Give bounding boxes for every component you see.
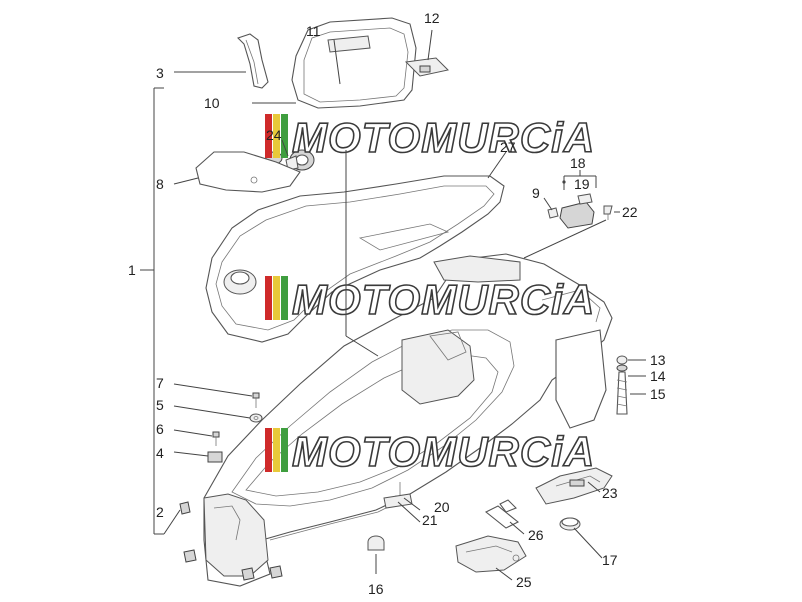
label-part-9: 9 bbox=[532, 185, 540, 201]
watermark-top: MOTOMURCiA bbox=[265, 113, 595, 162]
label-part-24: 24 bbox=[266, 127, 282, 143]
label-part-25: 25 bbox=[516, 574, 532, 590]
label-part-26: 26 bbox=[528, 527, 544, 543]
label-part-3: 3 bbox=[156, 65, 164, 81]
label-part-27: 27 bbox=[500, 139, 516, 155]
label-part-19: 19 bbox=[574, 176, 590, 192]
part-19-relay-box bbox=[559, 193, 595, 229]
part-17-cap bbox=[559, 517, 581, 531]
label-part-6: 6 bbox=[156, 421, 164, 437]
label-part-12: 12 bbox=[424, 10, 440, 26]
label-part-8: 8 bbox=[156, 176, 164, 192]
label-part-20: 20 bbox=[434, 499, 450, 515]
label-part-13: 13 bbox=[650, 352, 666, 368]
part-9-clip bbox=[547, 207, 559, 219]
part-20-21-fasteners bbox=[383, 482, 413, 509]
part-10-glovebox-door bbox=[291, 17, 417, 109]
label-part-16: 16 bbox=[368, 581, 384, 597]
label-part-5: 5 bbox=[156, 397, 164, 413]
label-part-4: 4 bbox=[156, 445, 164, 461]
label-part-22: 22 bbox=[622, 204, 638, 220]
label-part-11: 11 bbox=[306, 23, 321, 39]
callout-labels: 1 2 3 4 5 6 7 8 9 10 11 12 13 14 15 16 1… bbox=[128, 10, 666, 597]
label-part-14: 14 bbox=[650, 368, 666, 384]
part-12-latch bbox=[404, 57, 450, 77]
part-1-body-frame bbox=[203, 253, 613, 587]
label-part-10: 10 bbox=[204, 95, 220, 111]
part-23-rear-cover bbox=[535, 467, 613, 505]
part-7-screw bbox=[252, 392, 260, 408]
watermark-middle: MOTOMURCiA bbox=[265, 275, 595, 324]
part-6-screw bbox=[212, 431, 220, 446]
part-3-strap bbox=[236, 33, 269, 89]
label-part-2: 2 bbox=[156, 504, 164, 520]
part-26-bracket bbox=[484, 499, 520, 529]
watermark-text: MOTOMURCiA bbox=[292, 114, 595, 161]
part-8-pad bbox=[195, 151, 301, 193]
label-part-7: 7 bbox=[156, 375, 164, 391]
watermark-bottom: MOTOMURCiA bbox=[265, 427, 595, 476]
part-13-15-bolt-set bbox=[616, 355, 628, 415]
watermark-text: MOTOMURCiA bbox=[292, 428, 595, 475]
label-part-21: 21 bbox=[422, 512, 438, 528]
part-16-plug bbox=[367, 535, 385, 551]
label-part-15: 15 bbox=[650, 386, 666, 402]
leader-lines bbox=[140, 29, 646, 581]
part-5-washer bbox=[249, 413, 263, 423]
watermark-text: MOTOMURCiA bbox=[292, 276, 595, 323]
part-27-helmet-tub bbox=[205, 175, 505, 343]
part-2-clips bbox=[179, 501, 283, 581]
part-25-shield bbox=[455, 535, 527, 573]
label-part-17: 17 bbox=[602, 552, 618, 568]
label-part-23: 23 bbox=[602, 485, 618, 501]
label-part-18: 18 bbox=[570, 155, 586, 171]
part-4-nut bbox=[207, 451, 223, 463]
part-22-screw bbox=[603, 205, 613, 220]
label-part-1: 1 bbox=[128, 262, 136, 278]
